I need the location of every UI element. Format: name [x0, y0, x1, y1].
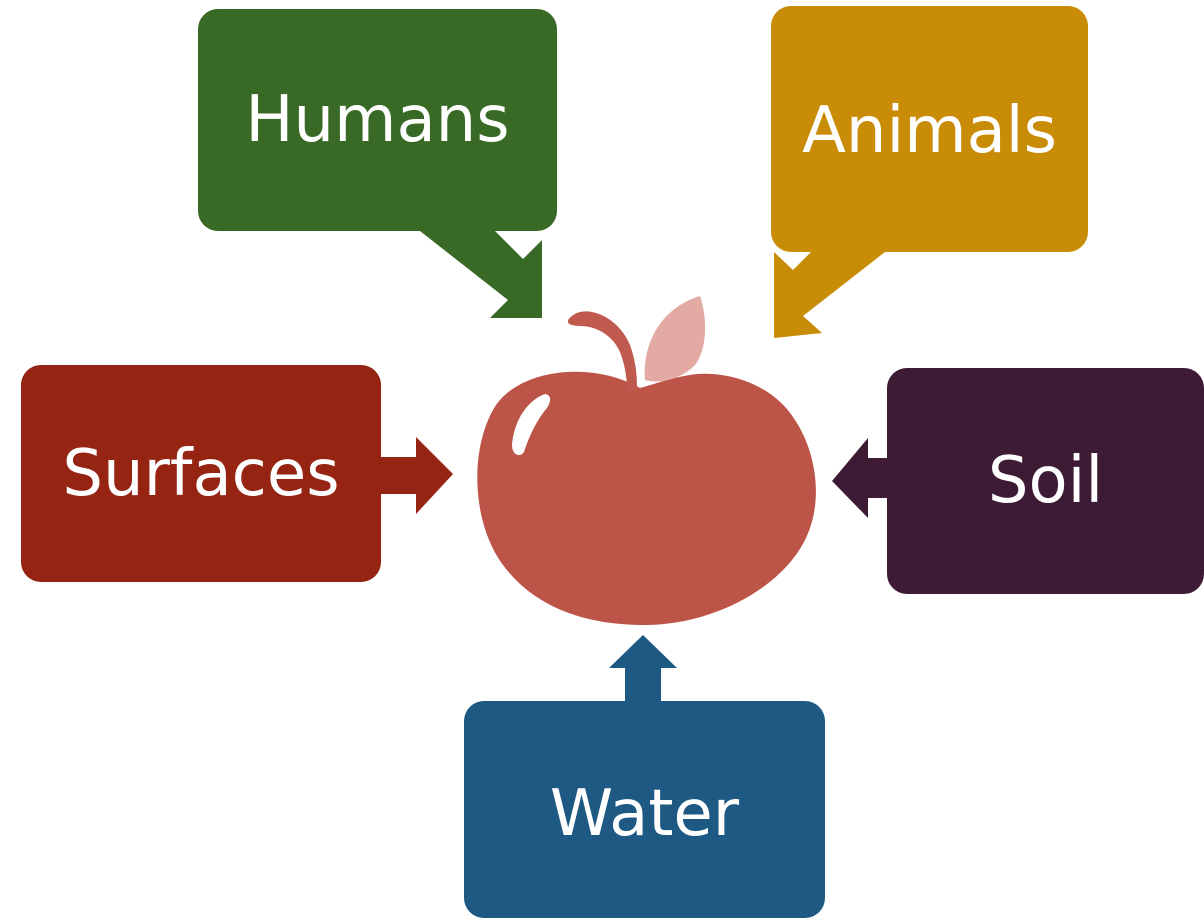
- surfaces-label: Surfaces: [62, 436, 340, 511]
- arrow-soil-icon: [832, 438, 887, 518]
- apple-stem: [567, 311, 637, 391]
- water-label: Water: [549, 776, 740, 851]
- apple-leaf: [644, 296, 706, 382]
- animals-box: Animals: [771, 6, 1088, 252]
- humans-box: Humans: [198, 9, 557, 231]
- water-box: Water: [464, 701, 825, 918]
- arrow-animals-icon: [774, 252, 885, 338]
- arrow-humans-icon: [420, 231, 542, 318]
- arrow-water-icon: [609, 635, 677, 701]
- arrow-surfaces-icon: [381, 437, 453, 514]
- humans-label: Humans: [245, 83, 510, 157]
- surfaces-box: Surfaces: [21, 365, 381, 582]
- soil-label: Soil: [987, 444, 1104, 518]
- soil-box: Soil: [887, 368, 1204, 594]
- apple-highlight: [512, 394, 551, 456]
- animals-label: Animals: [802, 94, 1057, 168]
- apple-body: [477, 371, 816, 625]
